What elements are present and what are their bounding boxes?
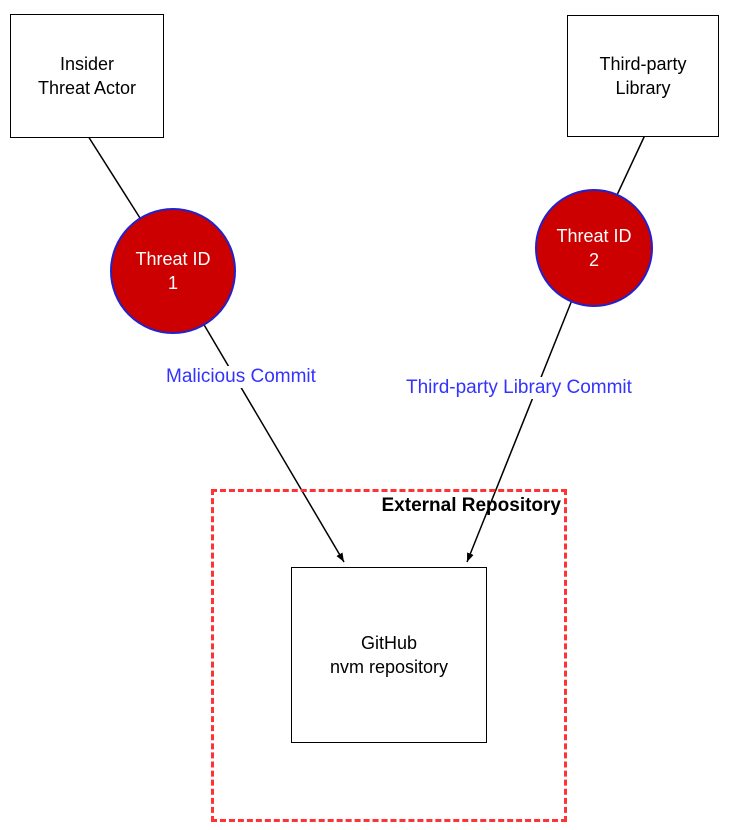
node-label-line: 1 xyxy=(167,273,178,293)
node-threat-id-1: Threat ID 1 xyxy=(110,208,236,334)
node-label-line: Threat ID xyxy=(135,248,211,269)
edge-thirdparty-to-threat2 xyxy=(616,134,646,196)
node-threat-id-2: Threat ID 2 xyxy=(535,189,653,307)
edge-threat1-to-github xyxy=(202,322,345,563)
node-label-line: nvm repository xyxy=(329,657,449,677)
node-label-line: Threat Actor xyxy=(37,78,137,98)
node-label-line: Insider xyxy=(59,53,115,74)
edge-threat2-to-github xyxy=(466,299,573,563)
external-repository-label: External Repository xyxy=(381,495,562,516)
external-repository-boundary: External Repository xyxy=(211,489,567,822)
edge-insider-to-threat1 xyxy=(87,135,141,219)
node-insider-threat-actor: Insider Threat Actor xyxy=(10,14,164,138)
node-label-line: GitHub xyxy=(360,632,418,653)
edge-label-malicious-commit: Malicious Commit xyxy=(164,366,318,388)
node-label-line: 2 xyxy=(588,250,599,270)
node-label-line: Library xyxy=(615,78,671,98)
node-label-line: Third-party xyxy=(599,53,687,74)
node-third-party-library: Third-party Library xyxy=(567,15,719,137)
edge-label-third-party-library-commit: Third-party Library Commit xyxy=(404,377,634,399)
node-github-nvm-repository: GitHub nvm repository xyxy=(291,567,487,743)
node-label-line: Threat ID xyxy=(556,225,632,246)
